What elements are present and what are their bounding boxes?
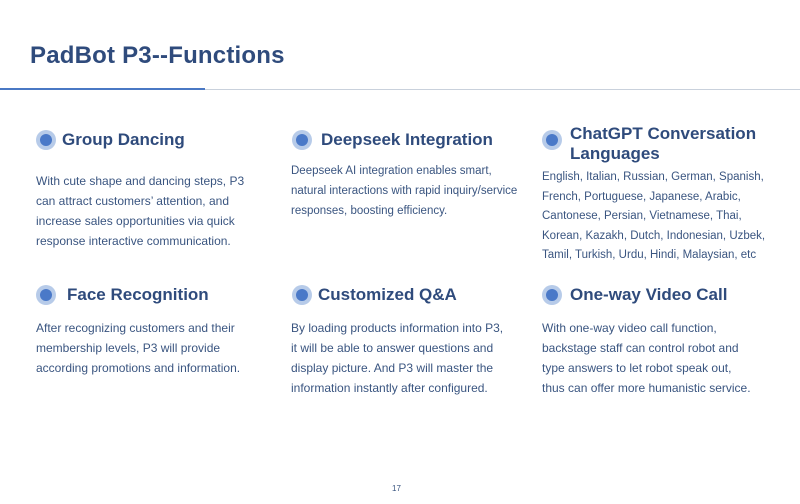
- feature-description: After recognizing customers and their me…: [36, 318, 240, 378]
- bullet-dot-icon: [292, 130, 312, 150]
- feature-title: Group Dancing: [62, 130, 185, 149]
- description-line: increase sales opportunities via quick: [36, 214, 235, 228]
- feature-description: English, Italian, Russian, German, Spani…: [542, 168, 765, 266]
- description-line: Deepseek AI integration enables smart,: [291, 165, 492, 177]
- description-line: responses, boosting efficiency.: [291, 205, 448, 217]
- page-number: 17: [392, 484, 401, 493]
- description-line: can attract customers’ attention, and: [36, 194, 229, 208]
- description-line: type answers to let robot speak out,: [542, 361, 732, 375]
- feature-title-line: ChatGPT Conversation: [570, 124, 757, 143]
- description-line: thus can offer more humanistic service.: [542, 381, 751, 395]
- description-line: backstage staff can control robot and: [542, 341, 739, 355]
- feature-title: Face Recognition: [67, 285, 209, 304]
- title-divider: [0, 89, 800, 90]
- feature-description: With cute shape and dancing steps, P3 ca…: [36, 171, 244, 251]
- feature-description: By loading products information into P3,…: [291, 318, 503, 398]
- description-line: With one-way video call function,: [542, 321, 717, 335]
- description-line: French, Portuguese, Japanese, Arabic,: [542, 190, 741, 203]
- bullet-dot-icon: [36, 285, 56, 305]
- description-line: response interactive communication.: [36, 234, 231, 248]
- feature-title-line: Languages: [570, 144, 660, 163]
- description-line: English, Italian, Russian, German, Spani…: [542, 171, 764, 183]
- description-line: After recognizing customers and their: [36, 321, 235, 335]
- feature-description: Deepseek AI integration enables smart, n…: [291, 161, 517, 221]
- title-accent-line: [0, 88, 205, 90]
- bullet-dot-icon: [542, 130, 562, 150]
- description-line: according promotions and information.: [36, 361, 241, 375]
- description-line: With cute shape and dancing steps, P3: [36, 174, 245, 188]
- feature-description: With one-way video call function, backst…: [542, 318, 751, 398]
- bullet-dot-icon: [36, 130, 56, 150]
- feature-title: One-way Video Call: [570, 285, 728, 304]
- description-line: membership levels, P3 will provide: [36, 341, 221, 355]
- bullet-dot-icon: [542, 285, 562, 305]
- description-line: By loading products information into P3,: [291, 321, 504, 335]
- feature-title: ChatGPT Conversation Languages: [570, 124, 756, 164]
- description-line: Korean, Kazakh, Dutch, Indonesian, Uzbek…: [542, 229, 766, 242]
- description-line: Cantonese, Persian, Vietnamese, Thai,: [542, 210, 742, 222]
- slide-title: PadBot P3--Functions: [30, 42, 285, 69]
- description-line: Tamil, Turkish, Urdu, Hindi, Malaysian, …: [542, 249, 757, 261]
- description-line: information instantly after configured.: [291, 381, 488, 395]
- feature-title: Customized Q&A: [318, 285, 457, 304]
- description-line: display picture. And P3 will master the: [291, 361, 494, 375]
- description-line: it will be able to answer questions and: [291, 341, 494, 355]
- feature-title: Deepseek Integration: [321, 130, 493, 149]
- bullet-dot-icon: [292, 285, 312, 305]
- description-line: natural interactions with rapid inquiry/…: [291, 185, 518, 197]
